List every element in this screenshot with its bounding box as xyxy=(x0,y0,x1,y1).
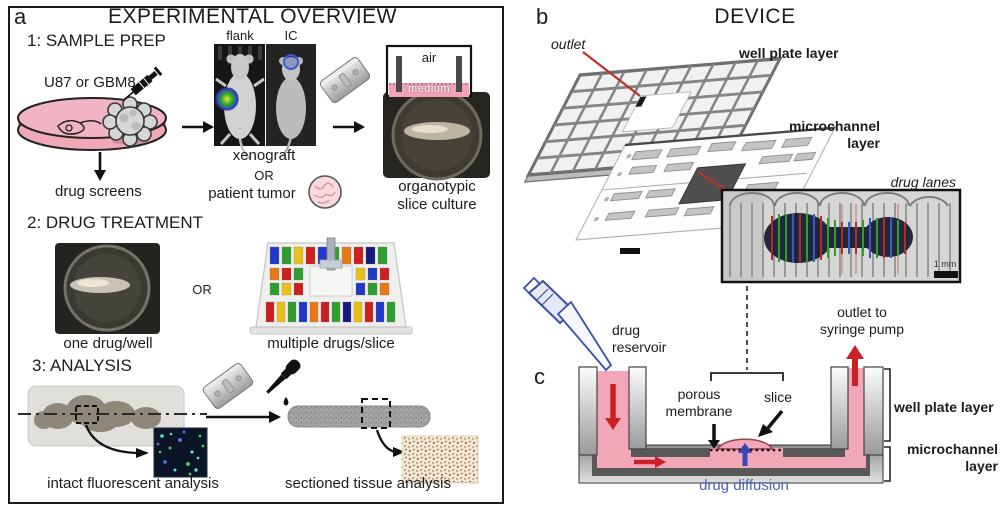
organotypic-label: organotypic slice culture xyxy=(397,178,477,213)
drug-diffusion-label: drug diffusion xyxy=(699,477,789,494)
roi-dashed-box xyxy=(75,405,99,424)
well-plate-layer-label-b: well plate layer xyxy=(739,45,839,61)
fluorescent-image xyxy=(153,427,208,478)
culture-insert-schematic xyxy=(385,44,473,98)
xenograft-label: xenograft xyxy=(232,147,296,164)
device-scale-bar xyxy=(620,248,640,254)
drug-lane-stripes xyxy=(771,214,906,262)
step3-heading: 3: ANALYSIS xyxy=(32,356,132,375)
drug-screens-label: drug screens xyxy=(55,183,142,200)
organotypic-culture-photo xyxy=(383,89,490,181)
outlet-label: outlet xyxy=(551,36,586,52)
pipette-icon xyxy=(522,276,613,372)
one-drug-well-photo xyxy=(55,243,160,334)
panel-b-letter: b xyxy=(536,4,549,29)
drug-lanes-label: drug lanes xyxy=(890,174,956,190)
panel-c-letter: c xyxy=(534,364,545,389)
inset-region-bracket xyxy=(710,372,784,381)
microchannel-layer-label-b: microchannel layer xyxy=(788,118,880,151)
patient-tumor-icon xyxy=(308,175,342,209)
flow-direction-arrows xyxy=(605,345,864,468)
multi-drug-tray-photo xyxy=(249,237,413,335)
inset-leader-line xyxy=(697,171,727,191)
annotation-arrows xyxy=(708,409,784,449)
razor-blade-icon-2 xyxy=(202,363,254,409)
step2-heading: 2: DRUG TREATMENT xyxy=(27,213,203,232)
tumor-spheroid xyxy=(102,96,158,147)
outlet-to-pump-label: outlet to syringe pump xyxy=(819,304,905,337)
panel-a-title: EXPERIMENTAL OVERVIEW xyxy=(107,5,397,28)
sectioned-tissue-strip xyxy=(287,398,431,457)
inset-scale-bar xyxy=(934,271,958,278)
air-label: air xyxy=(421,50,437,65)
dropper-icon xyxy=(266,359,301,406)
petri-dish-illustration xyxy=(17,96,167,151)
multiple-drugs-label: multiple drugs/slice xyxy=(267,335,395,352)
step1-heading: 1: SAMPLE PREP xyxy=(27,31,166,50)
flow-arrows xyxy=(94,121,365,423)
slice-label: slice xyxy=(763,389,792,405)
flank-label: flank xyxy=(226,28,254,43)
panel-a-letter: a xyxy=(14,4,27,29)
clamp xyxy=(326,237,336,271)
sectioned-analysis-label: sectioned tissue analysis xyxy=(285,475,451,492)
roi-dashed-box-2 xyxy=(361,398,391,429)
one-drug-well-label: one drug/well xyxy=(63,335,153,352)
well-plate-bracket xyxy=(884,368,891,442)
inset-scale-label: 1 mm xyxy=(933,259,957,269)
histology-image xyxy=(401,435,479,484)
ic-tumor-signal xyxy=(283,54,299,70)
or-label-1: OR xyxy=(254,168,274,183)
drug-reservoir-label: drug reservoir xyxy=(612,322,667,355)
porous-membrane-label: porous membrane xyxy=(665,386,733,419)
patient-tumor-label: patient tumor xyxy=(208,185,296,202)
microchannel-layer-label-c: microchannel layer xyxy=(906,441,998,474)
or-label-2: OR xyxy=(192,282,212,297)
flank-mouse-photo xyxy=(214,44,265,161)
microchannel-bracket xyxy=(884,446,891,482)
bioluminescence-signal xyxy=(216,88,238,110)
cell-lines-label: U87 or GBM8 xyxy=(44,74,136,91)
well-plate-layer-label-c: well plate layer xyxy=(894,399,994,415)
ic-label: IC xyxy=(284,28,298,43)
intact-analysis-label: intact fluorescent analysis xyxy=(47,475,219,492)
outlet-hole xyxy=(635,96,647,107)
medium-band xyxy=(389,83,469,97)
drop xyxy=(283,397,289,406)
intact-slice-photo xyxy=(18,385,207,458)
cross-section-diagram xyxy=(578,345,891,484)
outlet-leader-line xyxy=(582,51,641,97)
ic-mouse-photo xyxy=(266,44,316,157)
panel-b-title: DEVICE xyxy=(714,5,796,28)
razor-blade-icon xyxy=(319,57,371,103)
medium-label: medium xyxy=(407,83,451,95)
syringe-icon xyxy=(122,66,163,102)
drug-lanes-inset xyxy=(720,188,962,284)
